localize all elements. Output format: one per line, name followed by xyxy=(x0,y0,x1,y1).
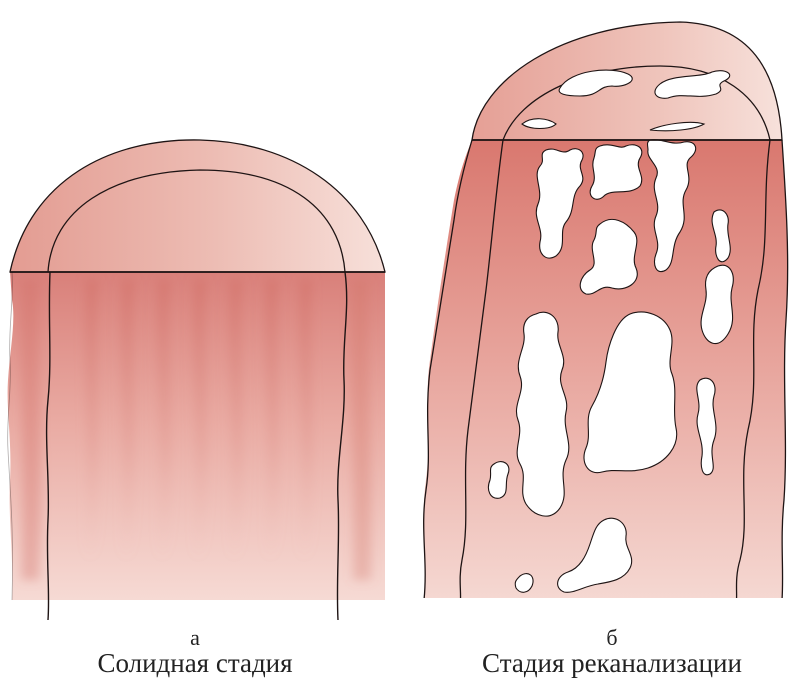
panel-a-cap xyxy=(10,140,385,272)
panel-b-bottom-fade xyxy=(420,598,795,628)
panel-a-solid-stage xyxy=(8,140,385,620)
panel-b-caption: Стадия реканализации xyxy=(412,648,795,679)
panel-a-caption: Солидная стадия xyxy=(10,648,380,679)
panel-b-recanalization-stage xyxy=(420,22,795,628)
vacuole xyxy=(488,462,508,499)
